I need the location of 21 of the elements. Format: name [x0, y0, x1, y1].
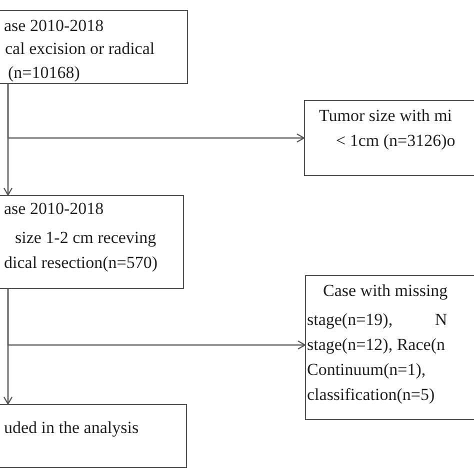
- box-text: Tumor size with mi: [319, 106, 452, 126]
- box-text: cal excision or radical: [5, 39, 155, 59]
- box-text: < 1cm (n=3126)o: [336, 131, 456, 151]
- process-box: [0, 10, 188, 84]
- box-text: size 1-2 cm receving: [15, 228, 156, 248]
- box-text: Case with missing: [323, 281, 448, 301]
- box-text: stage(n=19), N: [307, 310, 448, 330]
- box-text: dical resection(n=570): [4, 253, 158, 273]
- process-box: [305, 275, 474, 420]
- arrow: [7, 84, 305, 143]
- box-text: ase 2010-2018: [4, 199, 104, 219]
- arrow: [7, 289, 306, 350]
- box-text: uded in the analysis: [4, 418, 139, 438]
- process-box: [304, 100, 474, 176]
- process-box: [0, 404, 187, 468]
- process-box: [0, 195, 184, 289]
- box-text: stage(n=12), Race(n: [307, 335, 445, 355]
- box-text: ase 2010-2018: [4, 16, 104, 36]
- box-text: classification(n=5): [307, 385, 435, 405]
- box-text: Continuum(n=1),: [307, 360, 426, 380]
- box-text: (n=10168): [8, 63, 80, 83]
